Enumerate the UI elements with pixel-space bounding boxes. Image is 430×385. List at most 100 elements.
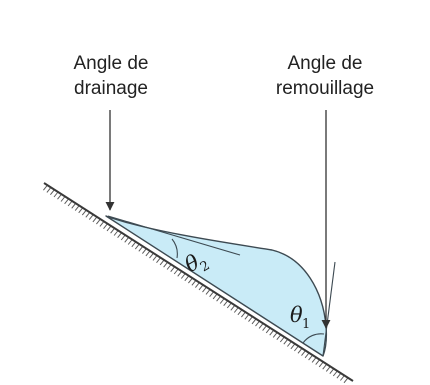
hatch-mark bbox=[311, 357, 317, 363]
hatch-mark bbox=[134, 243, 140, 250]
hatch-mark bbox=[304, 352, 310, 359]
hatch-mark bbox=[74, 205, 80, 211]
hatch-mark bbox=[318, 361, 324, 368]
hatch-mark bbox=[110, 227, 115, 234]
advancing-label-line1: Angle de bbox=[287, 53, 362, 74]
hatch-mark bbox=[276, 334, 282, 341]
advancing-label-line2: remouillage bbox=[276, 78, 374, 99]
hatch-mark bbox=[237, 309, 243, 316]
hatch-mark bbox=[244, 313, 250, 320]
hatch-mark bbox=[85, 211, 91, 218]
hatch-mark bbox=[290, 343, 296, 350]
hatch-mark bbox=[226, 302, 232, 309]
hatch-mark bbox=[88, 214, 94, 220]
theta1-arc bbox=[302, 333, 325, 344]
hatch-mark bbox=[159, 259, 165, 266]
hatch-mark bbox=[279, 336, 285, 343]
hatch-mark bbox=[322, 363, 328, 370]
hatch-mark bbox=[103, 223, 108, 230]
hatch-mark bbox=[138, 245, 144, 252]
hatch-mark bbox=[315, 359, 321, 365]
hatch-mark bbox=[173, 268, 179, 275]
hatch-mark bbox=[96, 218, 101, 225]
hatch-mark bbox=[205, 289, 211, 295]
hatch-mark bbox=[251, 318, 257, 325]
hatch-mark bbox=[216, 295, 221, 302]
hatch-mark bbox=[99, 221, 105, 227]
hatch-mark bbox=[265, 327, 271, 334]
theta1-symbol: θ bbox=[290, 303, 303, 327]
theta2-arc bbox=[171, 238, 178, 259]
hatch-mark bbox=[287, 341, 292, 347]
inclined-surface bbox=[43, 182, 354, 382]
hatch-mark bbox=[149, 252, 154, 259]
hatch-mark bbox=[241, 311, 246, 318]
hatch-mark bbox=[308, 354, 313, 361]
theta1-index: 1 bbox=[302, 317, 310, 332]
hatch-mark bbox=[142, 248, 147, 254]
hatch-mark bbox=[301, 350, 306, 356]
hatch-mark bbox=[272, 332, 278, 338]
hatch-mark bbox=[57, 193, 62, 200]
hatch-mark bbox=[152, 255, 158, 261]
hatch-mark bbox=[258, 323, 264, 329]
hatch-mark bbox=[170, 266, 176, 273]
hatch-mark bbox=[219, 298, 225, 304]
hatch-mark bbox=[230, 304, 236, 311]
hatch-mark bbox=[212, 293, 218, 300]
hatch-mark bbox=[127, 239, 133, 245]
hatch-mark bbox=[248, 316, 253, 322]
hatch-mark bbox=[71, 202, 77, 209]
hatch-mark bbox=[67, 200, 73, 207]
hatch-mark bbox=[81, 209, 87, 216]
hatch-mark bbox=[188, 277, 193, 284]
hatch-mark bbox=[46, 187, 52, 193]
receding-tangent-line bbox=[107, 215, 241, 256]
hatch-mark bbox=[294, 345, 299, 352]
hatch-mark bbox=[177, 270, 183, 277]
hatch-mark bbox=[124, 236, 130, 243]
hatch-mark bbox=[340, 375, 345, 381]
receding-label-line1: Angle de bbox=[73, 53, 148, 74]
hatch-mark bbox=[329, 368, 335, 375]
hatch-mark bbox=[223, 300, 229, 307]
hatch-mark bbox=[195, 282, 200, 288]
hatch-mark bbox=[325, 366, 331, 372]
hatch-mark bbox=[191, 279, 197, 286]
hatch-mark bbox=[131, 241, 137, 248]
hatch-mark bbox=[106, 225, 112, 232]
hatch-mark bbox=[202, 286, 207, 293]
hatch-mark bbox=[166, 264, 172, 270]
hatch-mark bbox=[163, 261, 168, 268]
hatch-mark bbox=[209, 291, 214, 298]
hatch-mark bbox=[262, 325, 267, 331]
hatch-mark bbox=[53, 191, 59, 198]
hatch-mark bbox=[336, 372, 342, 379]
droplet bbox=[105, 215, 328, 357]
hatch-mark bbox=[297, 347, 303, 354]
hatch-mark bbox=[283, 338, 289, 345]
hatch-mark bbox=[255, 320, 260, 327]
hatch-mark bbox=[120, 234, 126, 241]
hatch-mark bbox=[60, 196, 66, 202]
hatch-mark bbox=[156, 257, 161, 264]
surface-hatching bbox=[43, 184, 349, 384]
hatch-mark bbox=[332, 370, 338, 377]
hatch-mark bbox=[343, 377, 349, 384]
hatch-mark bbox=[92, 216, 98, 223]
hatch-mark bbox=[180, 273, 186, 279]
receding-label-line2: drainage bbox=[74, 78, 148, 99]
hatch-mark bbox=[113, 230, 119, 236]
hatch-mark bbox=[50, 189, 55, 196]
advancing-tangent-line bbox=[322, 261, 336, 357]
hatch-mark bbox=[117, 232, 122, 239]
hatch-mark bbox=[233, 307, 239, 313]
hatch-mark bbox=[64, 198, 69, 205]
hatch-mark bbox=[269, 329, 275, 336]
hatch-mark bbox=[198, 284, 204, 291]
hatch-mark bbox=[184, 275, 190, 282]
hatch-mark bbox=[78, 207, 84, 214]
hatch-mark bbox=[43, 184, 48, 191]
hatch-mark bbox=[145, 250, 151, 257]
